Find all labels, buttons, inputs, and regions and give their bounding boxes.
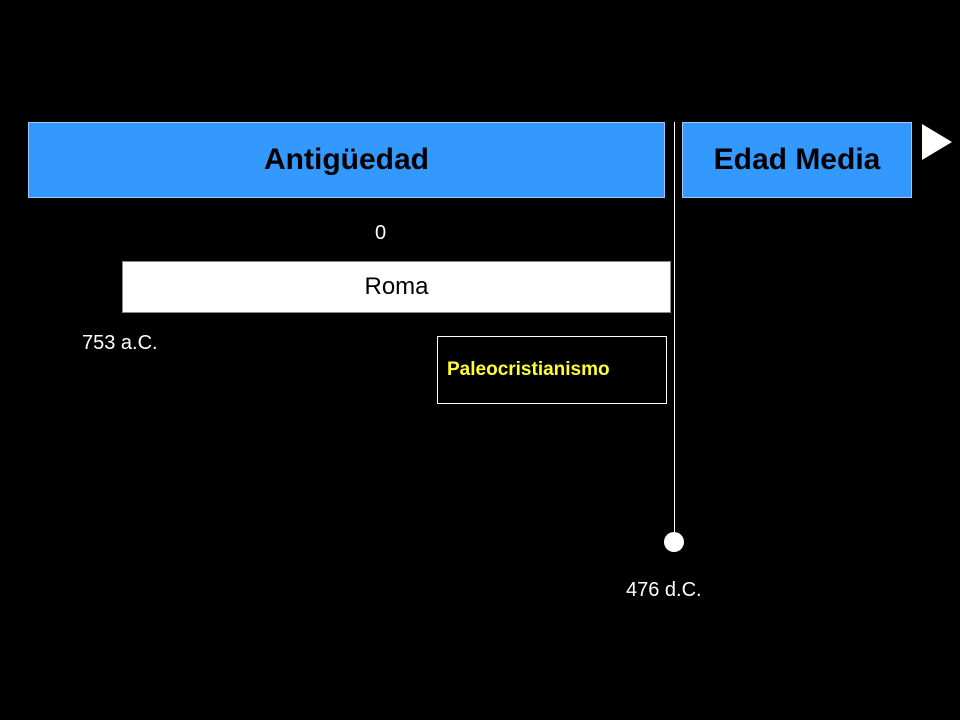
era-antiguedad-label: Antigüedad [264,143,429,176]
end-antiguedad-label: 476 d.C. [626,579,702,601]
era-edad-media-label: Edad Media [713,143,881,176]
era-boundary-dot [664,532,684,552]
period-paleocristianismo-label: Paleocristianismo [447,359,610,380]
era-boundary-line [674,122,675,540]
period-roma-label: Roma [364,273,429,300]
period-paleocristianismo-box [437,336,667,404]
year-zero-label: 0 [375,222,387,244]
start-roma-label: 753 a.C. [82,332,158,354]
era-antiguedad-bar: Antigüedad [28,122,665,198]
period-roma-box: Roma [122,261,671,313]
timeline-arrow-right-icon [922,124,952,160]
era-edad-media-bar: Edad Media [682,122,912,198]
